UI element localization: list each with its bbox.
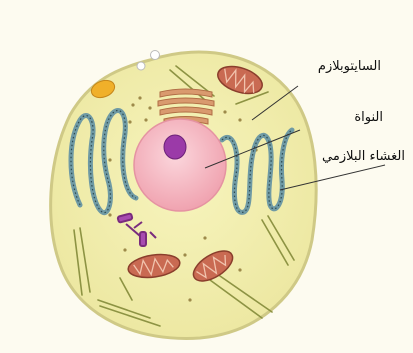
vesicle-icon [137,62,145,70]
nucleolus [164,135,186,159]
vesicle-icon [151,51,160,60]
label-nucleus: النواة [354,111,383,124]
label-cytoplasm: السايتوبلازم [318,60,381,73]
label-plasma-membrane: الغشاء البلازمي [322,150,405,163]
